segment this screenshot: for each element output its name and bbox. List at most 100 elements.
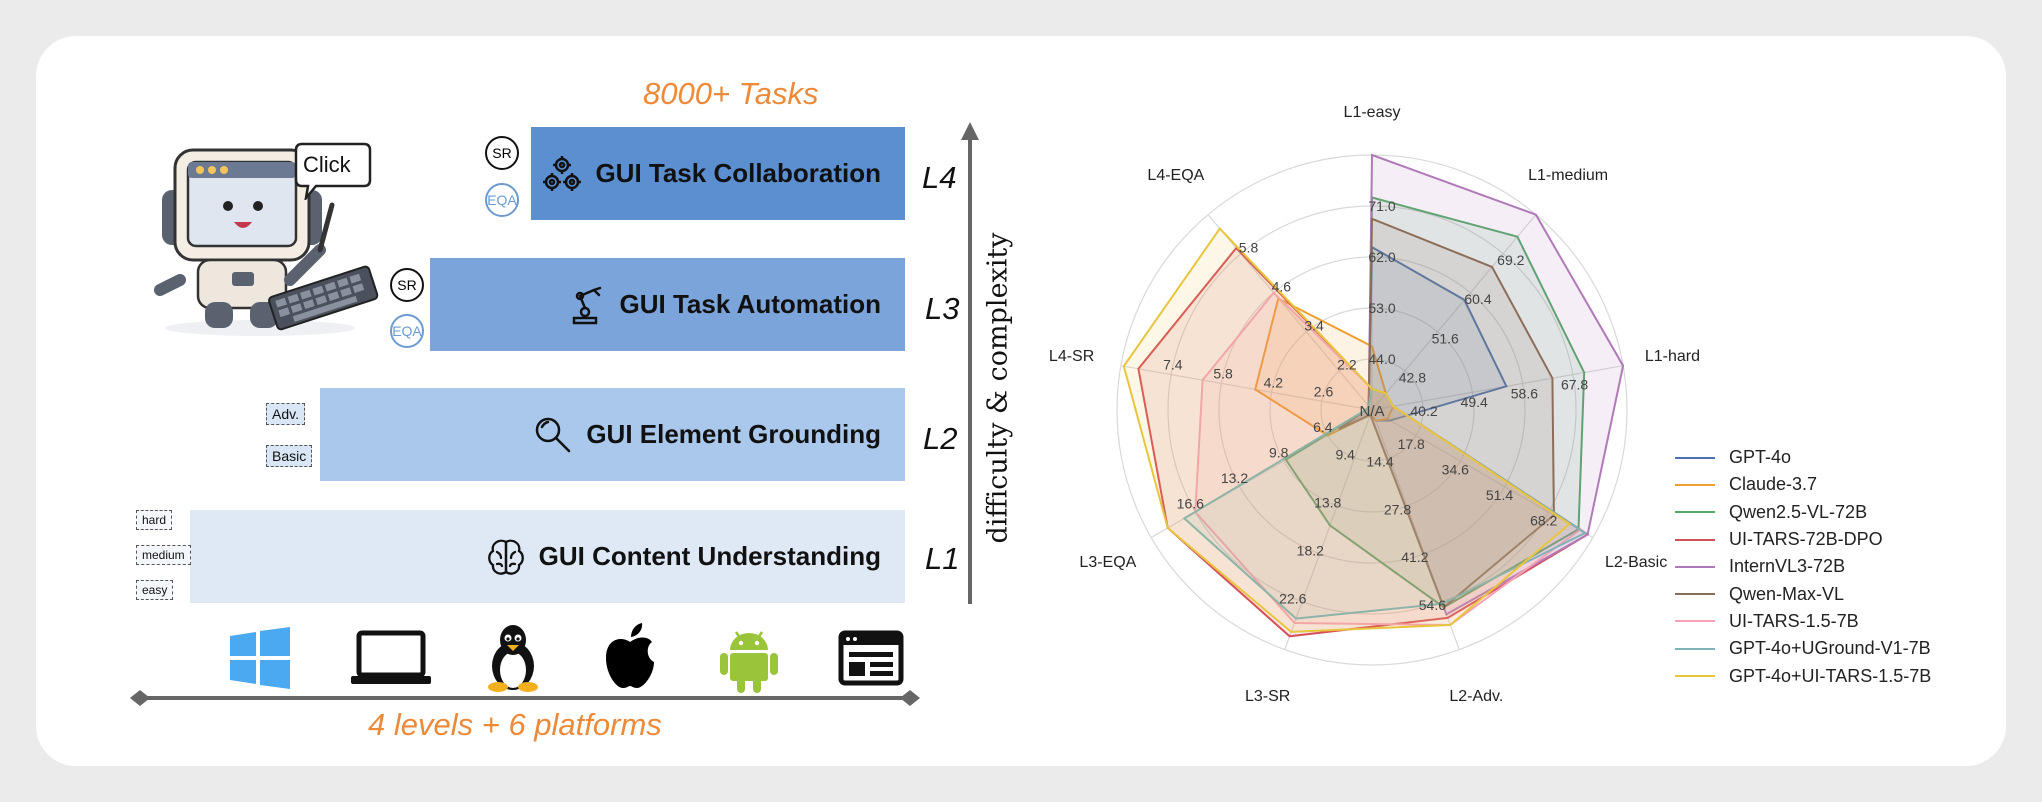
level-bar-l4: GUI Task Collaboration: [531, 127, 905, 220]
axis-label-l1-hard: L1-hard: [1644, 348, 1700, 365]
tick-label: 62.0: [1368, 249, 1395, 265]
tick-label: 14.4: [1366, 453, 1393, 469]
difficulty-axis-label: difficulty & complexity: [982, 232, 1014, 544]
laptop-icon: [351, 630, 431, 684]
tick-label: 9.4: [1335, 447, 1355, 463]
tick-label: 22.6: [1279, 590, 1306, 606]
legend-label: Qwen2.5-VL-72B: [1729, 501, 1868, 522]
difficulty-tag-hard: hard: [136, 510, 173, 530]
tick-label: 17.8: [1398, 436, 1425, 452]
tick-label: 27.8: [1384, 501, 1411, 517]
tick-label: 53.0: [1368, 300, 1395, 316]
tick-label: 69.2: [1497, 252, 1524, 268]
tick-label: 18.2: [1297, 542, 1324, 558]
linux-tux-icon: [488, 625, 538, 692]
legend-swatch: [1675, 456, 1715, 459]
speech-bubble-text: Click: [303, 152, 351, 177]
difficulty-arrow: [961, 122, 979, 604]
tick-label: 4.6: [1272, 278, 1292, 294]
tick-label: 42.8: [1399, 369, 1426, 385]
legend-label: GPT-4o: [1729, 447, 1792, 468]
tick-label: 9.8: [1269, 444, 1289, 460]
legend-swatch: [1675, 647, 1715, 650]
axis-label-l1-medium: L1-medium: [1528, 167, 1609, 185]
robot-illustration: [154, 148, 379, 336]
tick-label: 6.4: [1313, 419, 1333, 435]
axis-label-l4-sr: L4-SR: [1048, 348, 1095, 365]
tasks-count-title: 8000+ Tasks: [643, 76, 819, 111]
tick-label: 58.6: [1511, 385, 1538, 401]
tick-label: 16.6: [1177, 495, 1204, 511]
levels-platforms-title: 4 levels + 6 platforms: [368, 707, 662, 742]
brain-icon: [487, 539, 524, 575]
difficulty-tag-medium: medium: [136, 545, 191, 565]
tick-label: 60.4: [1464, 291, 1491, 307]
axis-label-l4-eqa: L4-EQA: [1147, 167, 1205, 185]
legend-label: InternVL3-72B: [1729, 556, 1846, 577]
speech-bubble: [294, 142, 372, 200]
gears-icon: [543, 155, 582, 191]
legend-item: GPT-4o+UI-TARS-1.5-7B: [1675, 662, 1931, 689]
tick-label: 2.6: [1314, 383, 1334, 399]
na-label: N/A: [1359, 403, 1384, 420]
legend-label: UI-TARS-1.5-7B: [1729, 610, 1859, 631]
tick-label: 40.2: [1410, 403, 1437, 419]
platform-axis-arrow: [130, 690, 920, 706]
legend-item: InternVL3-72B: [1675, 553, 1931, 580]
tick-label: 67.8: [1561, 376, 1588, 392]
legend-label: Claude-3.7: [1729, 474, 1818, 495]
legend-item: Qwen-Max-VL: [1675, 580, 1931, 607]
legend-swatch: [1675, 620, 1715, 623]
legend-label: GPT-4o+UGround-V1-7B: [1729, 638, 1931, 659]
grid-spoke: [1284, 409, 1373, 650]
legend-label: GPT-4o+UI-TARS-1.5-7B: [1729, 665, 1932, 686]
legend-item: Qwen2.5-VL-72B: [1675, 499, 1931, 526]
sr-badge-l4: SR: [485, 136, 519, 170]
level-l1-tag: L1: [925, 541, 960, 576]
grid-spoke: [1371, 214, 1537, 411]
level-bar-l2: GUI Element Grounding: [320, 388, 905, 481]
level-l2-tag: L2: [923, 421, 958, 456]
legend-label: Qwen-Max-VL: [1729, 583, 1845, 604]
tick-label: 34.6: [1442, 462, 1469, 478]
eqa-badge-l4: EQA: [485, 183, 519, 217]
robot-arm-icon: [572, 286, 601, 324]
axis-label-l3-eqa: L3-EQA: [1079, 553, 1137, 571]
legend-item: UI-TARS-1.5-7B: [1675, 608, 1931, 635]
difficulty-tag-easy: easy: [136, 580, 174, 600]
android-logo-icon: [720, 631, 778, 693]
apple-logo-icon: [606, 623, 654, 688]
level-l4-label: GUI Task Collaboration: [595, 158, 881, 188]
difficulty-tag-adv: Adv.: [266, 403, 305, 425]
grid-spoke: [1120, 365, 1373, 411]
sr-badge-l3: SR: [390, 268, 424, 302]
tick-label: 44.0: [1368, 351, 1395, 367]
axis-label-l2-adv-: L2-Adv.: [1449, 687, 1504, 705]
tick-label: 5.8: [1239, 239, 1259, 255]
axis-label-l3-sr: L3-SR: [1245, 687, 1291, 705]
legend-swatch: [1675, 511, 1715, 514]
eqa-badge-l3: EQA: [390, 314, 424, 348]
tick-label: 3.4: [1304, 317, 1324, 333]
legend-swatch: [1675, 675, 1715, 678]
legend-swatch: [1675, 593, 1715, 596]
tick-label: 13.2: [1221, 470, 1248, 486]
radar-chart: 44.053.062.071.042.851.660.469.240.249.4…: [1116, 153, 1628, 666]
level-bar-l3: GUI Task Automation: [430, 258, 905, 351]
magnifier-icon: [536, 417, 571, 452]
legend-swatch: [1675, 565, 1715, 568]
grid-spoke: [1207, 214, 1373, 411]
tick-label: 41.2: [1401, 549, 1428, 565]
axis-label-l1-easy: L1-easy: [1343, 104, 1401, 121]
tick-label: 13.8: [1314, 494, 1341, 510]
level-l3-tag: L3: [925, 291, 960, 326]
level-l3-label: GUI Task Automation: [619, 289, 881, 319]
legend-swatch: [1675, 538, 1715, 541]
tick-label: 7.4: [1163, 357, 1183, 373]
legend-item: Claude-3.7: [1675, 471, 1931, 498]
grid-spoke: [1371, 409, 1594, 539]
level-l4-tag: L4: [922, 160, 957, 195]
legend-item: GPT-4o: [1675, 444, 1931, 471]
web-browser-icon: [838, 630, 904, 686]
